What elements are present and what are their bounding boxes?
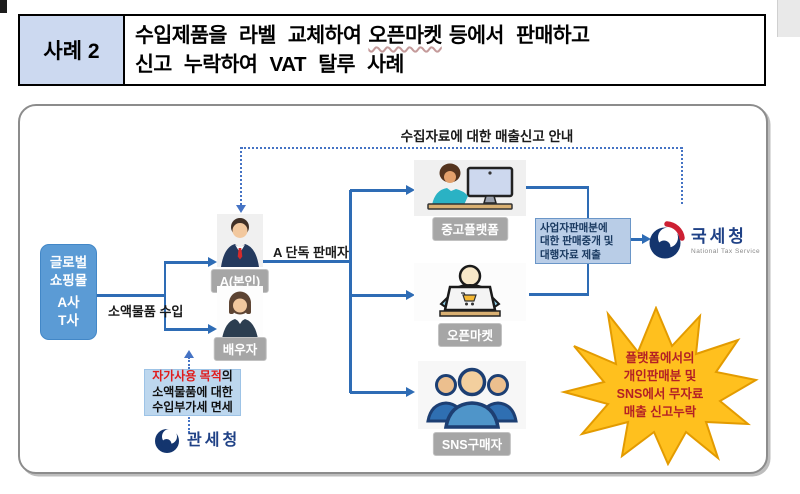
starburst-line4: 매출 신고누락 (624, 404, 697, 419)
title-line1-marked-word: 오픈마켓 (368, 23, 442, 47)
exempt-line1: 자가사용 목적의 (145, 369, 240, 384)
exempt-line2: 소액물품에 대한 (152, 384, 233, 399)
global-mall-line2: 쇼핑몰 (49, 272, 88, 288)
dotted-line-top (241, 147, 682, 149)
exempt-line1-red: 자가사용 목적 (152, 369, 222, 384)
person-self-icon (217, 214, 263, 267)
global-mall-line1: 글로벌 (49, 254, 88, 270)
exempt-line3: 수입부가세 면세 (152, 400, 233, 415)
dotted-line-exempt-up (188, 357, 190, 369)
arrowhead-to-openmarket (406, 290, 415, 300)
arrowhead-to-nts (642, 234, 651, 244)
person-spouse-icon (217, 286, 263, 339)
arrowhead-to-sns (406, 387, 415, 397)
global-mall-line3: A사 (57, 295, 80, 310)
kcs-name: 관세청 (187, 431, 241, 449)
line-import-branch (163, 261, 166, 331)
title-line1-pre: 수입제품을 라벨 교체하여 (135, 23, 362, 47)
nts-logo: 국세청 National Tax Service (646, 219, 760, 263)
dotted-line-kcs-up (188, 417, 190, 433)
line-platform-branch (349, 190, 352, 393)
submit-info-line2: 대한 판매중개 및 (540, 235, 614, 248)
line-to-sns (350, 391, 406, 394)
notice-label: 수집자료에 대한 매출신고 안내 (400, 129, 574, 144)
case-label: 사례 2 (20, 16, 125, 84)
line-to-nts (631, 238, 643, 241)
line-mall-out (97, 294, 164, 297)
line-secondhand-out (526, 186, 589, 189)
arrowhead-to-self (208, 257, 217, 267)
line-openmarket-up (586, 261, 589, 295)
people-group-icon (418, 361, 526, 429)
kcs-logo: 관세청 (153, 425, 240, 456)
dotted-arrowhead-to-self (236, 205, 246, 213)
line-to-secondhand (350, 189, 406, 192)
nts-subtitle: National Tax Service (691, 247, 761, 255)
sns-buyers-icon (418, 361, 526, 429)
submit-info-line3: 대행자료 제출 (540, 248, 601, 261)
woman-icon (217, 286, 263, 339)
line-openmarket-out (529, 293, 589, 296)
import-label: 소액물품 수입 (108, 304, 184, 319)
dotted-line-right-down (681, 147, 683, 204)
seller-label: A 단독 판매자 (273, 245, 349, 260)
starburst-line2: 개인판매분 및 (624, 368, 696, 383)
arrowhead-to-secondhand (406, 185, 415, 195)
kcs-emblem-icon (155, 429, 179, 453)
secondhand-platform-label: 중고플랫폼 (432, 217, 508, 241)
starburst-alert: 플랫폼에서의 개인판매분 및 SNS에서 무자료 매출 신고누락 (560, 306, 759, 466)
openmarket-icon (414, 263, 526, 321)
line-secondhand-down (586, 186, 589, 219)
person-spouse-label: 배우자 (213, 337, 267, 361)
flow-diagram: 수집자료에 대한 매출신고 안내 글로벌 쇼핑몰 A사 T사 소액물품 수입 (18, 104, 768, 474)
openmarket-label: 오픈마켓 (437, 323, 503, 347)
dotted-line-left-down (240, 147, 242, 205)
nts-emblem-icon (649, 221, 685, 259)
case-title-line2: 신고 누락하여 VAT 탈루 사례 (135, 53, 404, 76)
submit-info-box: 사업자판매분에 대한 판매중개 및 대행자료 제출 (535, 218, 631, 264)
person-at-laptop-cart-icon (414, 263, 526, 321)
secondhand-platform-icon (414, 160, 526, 216)
starburst-shape (560, 306, 759, 466)
global-mall-line4: T사 (58, 313, 79, 329)
starburst-line1: 플랫폼에서의 (625, 350, 694, 365)
screenshot-edge-artifact (777, 0, 800, 37)
dotted-arrowhead-to-spouse (184, 350, 194, 358)
starburst-line3: SNS에서 무자료 (617, 386, 704, 401)
sns-buyers-label: SNS구매자 (432, 432, 512, 456)
man-in-suit-icon (217, 214, 263, 267)
submit-info-line1: 사업자판매분에 (540, 222, 608, 234)
exempt-line1-black: 의 (221, 369, 233, 384)
line-self-to-branch (263, 260, 350, 263)
line-to-self (164, 261, 208, 264)
screenshot-corner-artifact (0, 0, 7, 13)
person-at-monitor-icon (414, 160, 526, 216)
line-to-openmarket (350, 294, 406, 297)
line-to-spouse (164, 328, 208, 331)
global-mall-box: 글로벌 쇼핑몰 A사 T사 (40, 244, 97, 340)
nts-name: 국세청 (691, 226, 747, 246)
arrowhead-to-spouse (208, 324, 217, 334)
exempt-box: 자가사용 목적의 소액물품에 대한 수입부가세 면세 (144, 369, 241, 416)
title-line1-post: 등에서 판매하고 (448, 23, 590, 47)
